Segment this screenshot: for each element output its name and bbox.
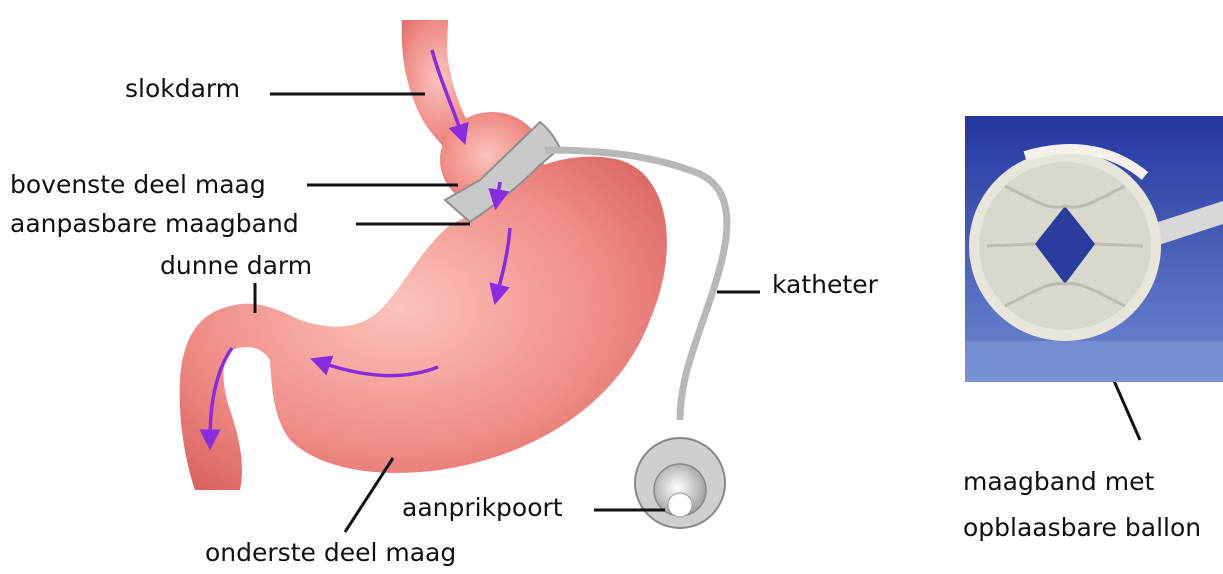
label-slokdarm: slokdarm [125, 76, 240, 101]
gastric-band-photo [965, 116, 1223, 382]
label-aanpasbare-maagband: aanpasbare maagband [10, 211, 299, 236]
label-dunne-darm: dunne darm [160, 253, 312, 278]
label-bovenste-deel-maag: bovenste deel maag [10, 172, 266, 197]
label-katheter: katheter [772, 272, 878, 297]
label-maagband-line1: maagband met [963, 469, 1154, 494]
label-aanprikpoort: aanprikpoort [402, 495, 563, 520]
lower-stomach [180, 157, 667, 490]
label-onderste-deel-maag: onderste deel maag [205, 540, 456, 565]
gastric-band-photo-graphic [965, 116, 1223, 382]
injection-port-center [668, 493, 692, 517]
label-maagband-line2: opblaasbare ballon [963, 515, 1201, 540]
